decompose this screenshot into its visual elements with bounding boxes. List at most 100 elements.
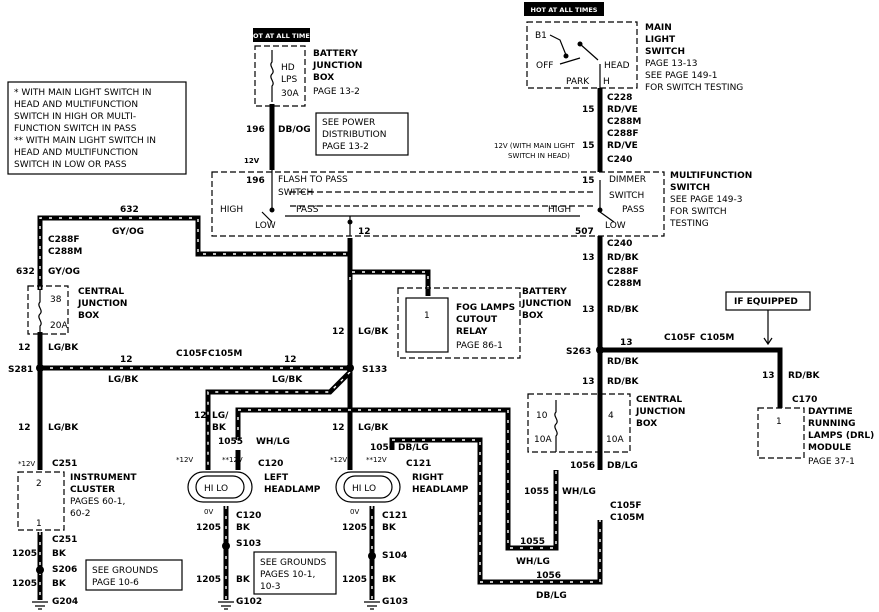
main-light-switch-outline [526,21,638,89]
wire-num: 632 [16,267,35,277]
wire-color: RD/BK [607,253,640,263]
fuse-amp: 10A [606,435,624,445]
wire-color: WH/LG [256,437,290,447]
mls-contacts [549,34,601,96]
mf-flash: FLASH TO PASS [278,175,348,185]
splice-dot [36,364,44,372]
mls-title: SWITCH [645,47,685,57]
mf-contacts [261,170,615,236]
mf-see: TESTING [669,219,709,229]
splice-dot [596,346,604,354]
ic-title: INSTRUMENT [70,473,137,483]
battery-jbox-title-right: BOX [522,311,543,321]
right-headlamp-title: HEADLAMP [412,485,469,495]
mls-title: MAIN [645,23,672,33]
fuse-amp: 10A [534,435,552,445]
wire-num: 1205 [12,579,37,589]
wire-color: LG/BK [48,423,79,433]
right-headlamp-body [335,471,401,503]
multifunction-outline [211,171,665,237]
mf-node [269,207,275,213]
battery-jbox-page: PAGE 13-2 [313,87,360,97]
ground-symbol [364,601,380,610]
mf-low-left: LOW [255,221,276,231]
wire-color: BK [382,575,397,585]
wire-labels: 196 DB/OG 196 12V 15 RD/VE 15 RD/VE 15 6… [12,105,821,601]
left-headlamp-title: LEFT [264,473,289,483]
wire-num: 1055 [524,487,549,497]
connector: C105M [610,513,644,523]
notes-text: * WITH MAIN LIGHT SWITCH IN HEAD AND MUL… [14,88,156,170]
drl-pin: 1 [776,417,782,427]
wire-color: LG/BK [358,327,389,337]
if-equipped-arrow [763,310,773,346]
wire-num: 1205 [12,549,37,559]
wire-color: BK [212,423,227,433]
mf-node [597,207,603,213]
wire-color: WH/LG [562,487,596,497]
drl-title: LAMPS (DRL) [808,431,874,441]
mls-page: PAGE 13-13 [645,59,698,69]
ic-pin: 2 [36,479,42,489]
ic-title: CLUSTER [70,485,115,495]
left-headlamp-volt: **12V [222,456,243,464]
instrument-cluster-outline [17,471,65,531]
connector: C120 [236,511,261,521]
mls-node [563,53,569,59]
wire-num: 12 [194,411,207,421]
power-dist-box [315,112,409,156]
wire-volt: 12V [244,157,260,165]
mf-note-12v: 12V (WITH MAIN LIGHT [494,142,575,150]
connector: C105M [208,349,242,359]
connector: C288F [607,129,639,139]
drl-title: RUNNING [808,419,856,429]
connector: C105F [176,349,208,359]
wire-color: RD/VE [607,141,638,151]
mls-title: LIGHT [645,35,676,45]
fog-relay-pin: 1 [424,311,430,321]
wire-color: DB/LG [607,461,638,471]
note-line: SWITCH IN HIGH OR MULTI- [14,112,136,122]
connector: C288F [607,267,639,277]
connector: C105F [664,333,696,343]
fuse-symbol [554,400,602,452]
right-headlamp-volt: 0V [350,508,359,516]
splice-dot [222,542,230,550]
mf-high-left: HIGH [220,205,243,215]
wire-num: 12 [18,343,31,353]
central-jbox-left-title: JUNCTION [77,299,127,309]
central-jbox-left-title: CENTRAL [78,287,124,297]
wire-color: WH/LG [516,557,550,567]
battery-jbox-title-right: BATTERY [522,287,567,297]
power-dist-line: DISTRIBUTION [322,130,386,140]
mls-term: OFF [536,61,553,71]
right-headlamp-hilo: HI LO [352,484,376,494]
wire-num: 1056 [370,443,395,453]
left-headlamp-title: HEADLAMP [264,485,321,495]
fog-relay-outer [397,287,521,359]
see-grounds-a: SEE GROUNDS [92,566,159,576]
note-line: HEAD AND MULTIFUNCTION [14,100,138,110]
drl-outline [757,407,805,459]
wire-13-drl [600,347,783,408]
splice-label: S263 [566,347,591,357]
central-jbox-right-title: CENTRAL [636,395,682,405]
grounds: G204 G102 G103 [32,597,408,610]
ground-label: G204 [52,597,78,607]
mf-node [347,219,353,225]
fuse-symbol [38,290,42,332]
mf-title: MULTIFUNCTION [670,171,752,181]
wire-num: 632 [120,205,139,215]
wire-num: 507 [575,227,594,237]
fuse-lps: LPS [281,75,297,85]
wires [37,88,783,600]
battery-jbox-outline [254,45,306,107]
splice-label: S103 [236,539,261,549]
note-line: SWITCH IN LOW OR PASS [14,160,127,170]
mls-term: H [603,77,610,87]
connector: C240 [607,239,632,249]
connector: C288F [48,235,80,245]
central-jbox-right-title: BOX [636,419,657,429]
fuse-symbol [270,50,274,102]
